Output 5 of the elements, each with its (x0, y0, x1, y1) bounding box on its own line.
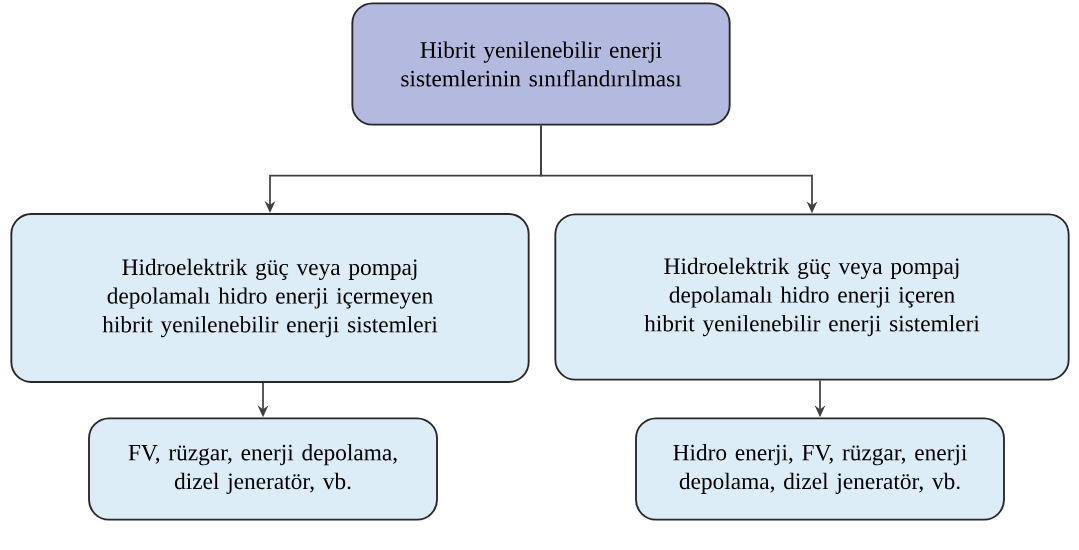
process-box: Hibrit yenilenebilir enerji sistemlerinin sınıflandırılması (351, 2, 731, 126)
process-box: Hidroelektrik güç veya pompaj depolamalı hidro enerji içeren hibrit yenilenebilir enerji sistemleri (554, 213, 1070, 381)
process-box: Hidro enerji, FV, rüzgar, enerji depolama, dizel jeneratör, vb. (635, 417, 1005, 521)
process-box: FV, rüzgar, enerji depolama, dizel jeneratör, vb. (88, 417, 438, 521)
process-box: Hidroelektrik güç veya pompaj depolamalı hidro enerji içermeyen hibrit yenilenebilir enerji sistemleri (10, 213, 530, 383)
